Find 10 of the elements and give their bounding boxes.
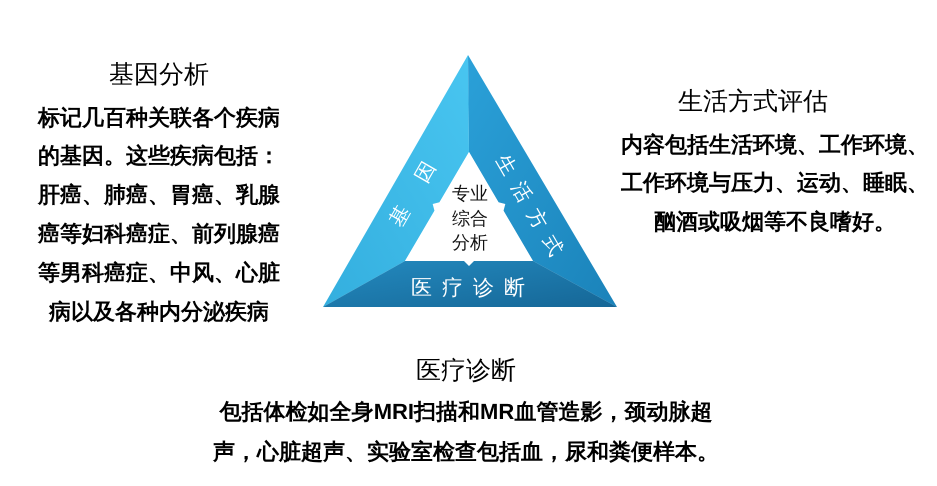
description-text: 标记几百种关联各个疾病的基因。这些疾病包括：肝癌、肺癌、胃癌、乳腺癌等妇科癌症、前列腺癌等男科癌症、中风、心脏病以及各种内分泌疾病 bbox=[36, 104, 281, 327]
band-label: 生活方式 bbox=[493, 151, 567, 259]
band-label: 医疗诊断 bbox=[411, 278, 525, 298]
band-label: 基因 bbox=[386, 158, 438, 230]
description-text: 内容包括生活环境、工作环境、工作环境与压力、运动、睡眠、酗酒或吸烟等不良嗜好。 bbox=[620, 130, 930, 237]
section-heading: 生活方式评估 bbox=[678, 88, 828, 116]
section-heading: 基因分析 bbox=[109, 60, 209, 90]
section-heading: 医疗诊断 bbox=[416, 356, 516, 386]
description-text: 包括体检如全身MRI扫描和MR血管造影，颈动脉超声，心脏超声、实验室检查包括血，尿和粪便样本。 bbox=[212, 398, 720, 467]
center-label: 专业综合分析 bbox=[451, 182, 489, 256]
